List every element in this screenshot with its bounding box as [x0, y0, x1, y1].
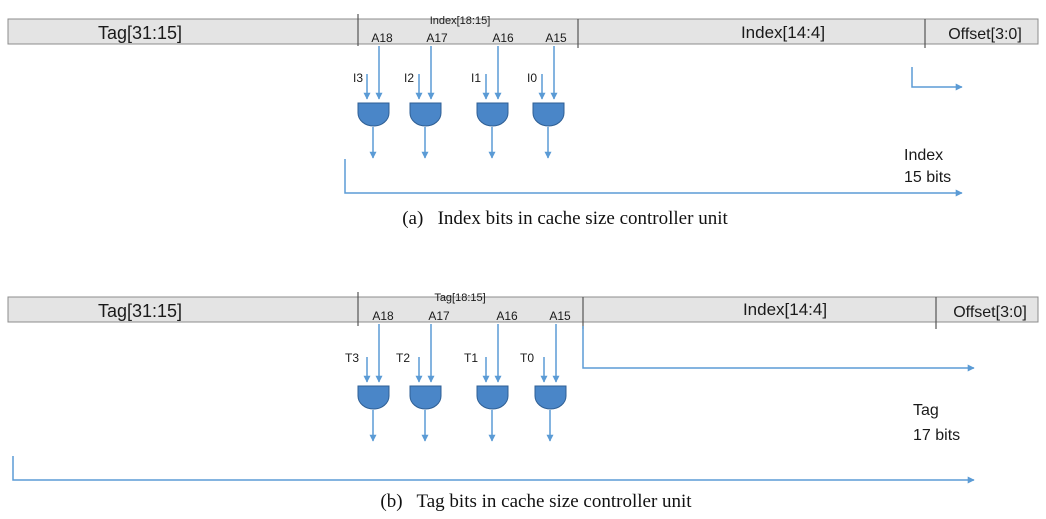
address-register-a: [7, 18, 1039, 45]
bit-label-a16: A16: [492, 31, 514, 45]
tag-field-label: Tag[31:15]: [98, 23, 182, 43]
control-label-i1: I1: [471, 71, 481, 85]
index-field-label: Index[14:4]: [741, 23, 825, 42]
tag-field-label: Tag[31:15]: [98, 301, 182, 321]
and-gate-1: [476, 385, 509, 410]
and-gate-0: [532, 102, 565, 127]
control-label-t1: T1: [464, 351, 478, 365]
address-register-b: [7, 296, 1039, 323]
panel-b: Tag[31:15] Tag[18:15] A18 A17 A16 A15 In…: [7, 292, 1039, 512]
and-gate-3: [357, 385, 390, 410]
tag-width-note-line1: Tag: [913, 402, 939, 419]
control-label-t2: T2: [396, 351, 410, 365]
index-high-field-title: Index[18:15]: [430, 15, 491, 27]
index-width-note-line2: 15 bits: [904, 169, 951, 186]
offset-field-label: Offset[3:0]: [953, 304, 1027, 321]
caption-a: (a) Index bits in cache size controller …: [402, 208, 728, 229]
index-field-label: Index[14:4]: [743, 300, 827, 319]
and-gate-2: [409, 102, 442, 127]
and-gate-0: [534, 385, 567, 410]
and-gate-2: [409, 385, 442, 410]
bit-label-a15: A15: [549, 309, 571, 323]
offset-field-label: Offset[3:0]: [948, 26, 1022, 43]
tag-bus-line: [12, 456, 975, 484]
control-label-i0: I0: [527, 71, 537, 85]
bit-label-a17: A17: [428, 309, 450, 323]
bit-label-a15: A15: [545, 31, 567, 45]
index-low-bus-line: [911, 67, 963, 91]
control-label-t0: T0: [520, 351, 534, 365]
index-bus-line: [344, 159, 963, 197]
control-label-i2: I2: [404, 71, 414, 85]
control-label-i3: I3: [353, 71, 363, 85]
and-gate-1: [476, 102, 509, 127]
tag-width-note-line2: 17 bits: [913, 427, 960, 444]
panel-a: Tag[31:15] Index[18:15] A18 A17 A16 A15 …: [7, 14, 1039, 229]
and-gate-3: [357, 102, 390, 127]
bit-label-a18: A18: [372, 309, 394, 323]
bit-label-a16: A16: [496, 309, 518, 323]
bit-label-a17: A17: [426, 31, 448, 45]
bit-label-a18: A18: [371, 31, 393, 45]
index-width-note-line1: Index: [904, 147, 943, 164]
index-bus-line: [582, 326, 975, 372]
tag-high-field-title: Tag[18:15]: [434, 292, 485, 304]
caption-b: (b) Tag bits in cache size controller un…: [380, 491, 692, 512]
control-label-t3: T3: [345, 351, 359, 365]
